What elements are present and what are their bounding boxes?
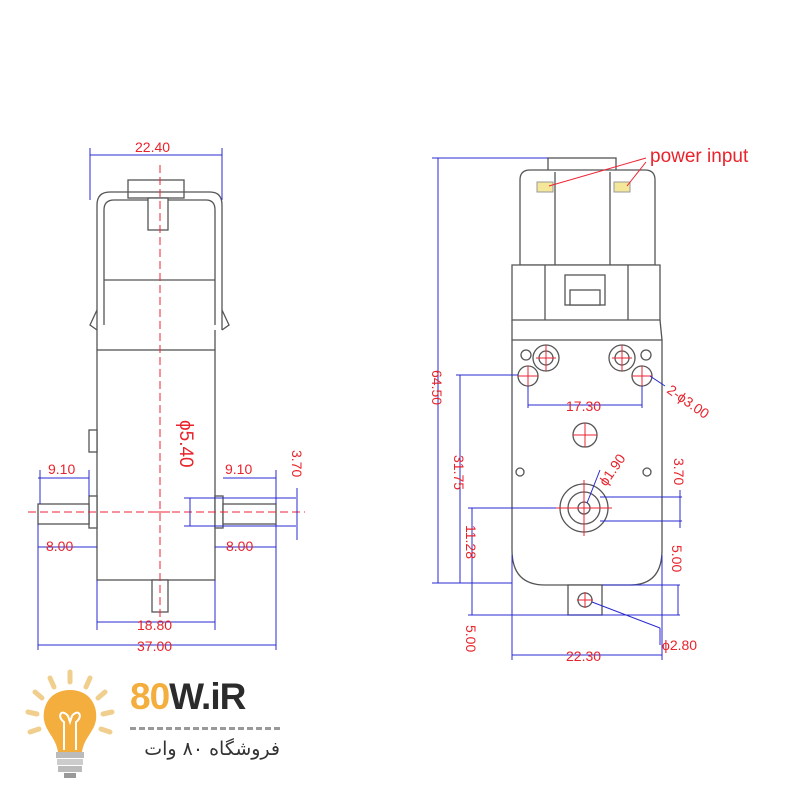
- motor-bracket-ribs: [544, 265, 629, 320]
- dim-height-total: 64.50: [429, 370, 445, 405]
- brand-number: 80: [130, 676, 170, 717]
- brand-logo: 80W.iR: [130, 676, 246, 718]
- dim-shaft-right-out: 8.00: [226, 538, 253, 554]
- shaft-right: [222, 503, 277, 525]
- power-leader-right: [626, 161, 647, 187]
- dim-body-width: 22.30: [566, 648, 601, 664]
- side-dimension-lines: [37, 148, 298, 650]
- dim-mount-holes: 2-ϕ3.00: [664, 381, 712, 421]
- dim-shaft-right-len: 9.10: [225, 461, 252, 477]
- motor-top: [519, 169, 656, 266]
- dim-shaft-flat: 3.70: [289, 450, 305, 477]
- dim-overall-width: 37.00: [137, 638, 172, 654]
- dim-shaft-left-len: 9.10: [48, 461, 75, 477]
- brand-tagline: فروشگاه ۸۰ وات: [144, 738, 280, 760]
- gearbox-body: [511, 339, 663, 586]
- dim-bottom-gap: 5.00: [669, 545, 685, 572]
- side-boss: [88, 429, 98, 453]
- gearbox-body: [96, 349, 216, 581]
- shaft-bottom: [151, 579, 169, 613]
- power-terminal-right: [613, 181, 631, 193]
- hole-center-marks: [518, 345, 652, 608]
- bulb-logo-icon: [25, 669, 115, 778]
- front-view: power input 64.50 31.75 11.28 5.00 5.00 …: [429, 146, 749, 664]
- connector-top: [127, 179, 185, 199]
- dim-width-top: 22.40: [135, 139, 170, 155]
- bracket-latches: [89, 309, 230, 331]
- power-input-label: power input: [650, 146, 749, 167]
- bracket-clip-inner: [569, 289, 601, 306]
- dim-shaft-left-out: 8.00: [46, 538, 73, 554]
- dim-body-width: 18.80: [137, 617, 172, 633]
- dim-tab-hole: ϕ2.80: [662, 637, 697, 653]
- front-dimension-lines: [432, 157, 682, 660]
- dim-shaft-dia: ϕ5.40: [175, 420, 196, 468]
- bracket-clip: [147, 197, 169, 231]
- power-terminal-left: [536, 181, 554, 193]
- power-leader-left: [548, 157, 647, 187]
- dim-tab-height: 5.00: [463, 625, 479, 652]
- side-view: 22.40 9.10 9.10 8.00 8.00 18.80 37.00 ϕ5…: [28, 139, 305, 654]
- brand-name: W.iR: [169, 676, 246, 717]
- dim-shaft-offset: 11.28: [463, 525, 479, 559]
- dim-shaft-flat: 3.70: [671, 458, 687, 485]
- dim-shaft-to-bottom: 31.75: [451, 455, 467, 490]
- dim-hole-spacing: 17.30: [566, 398, 601, 414]
- logo-divider: [130, 727, 280, 730]
- body-joint-right: [659, 319, 663, 341]
- shaft-left: [37, 503, 90, 525]
